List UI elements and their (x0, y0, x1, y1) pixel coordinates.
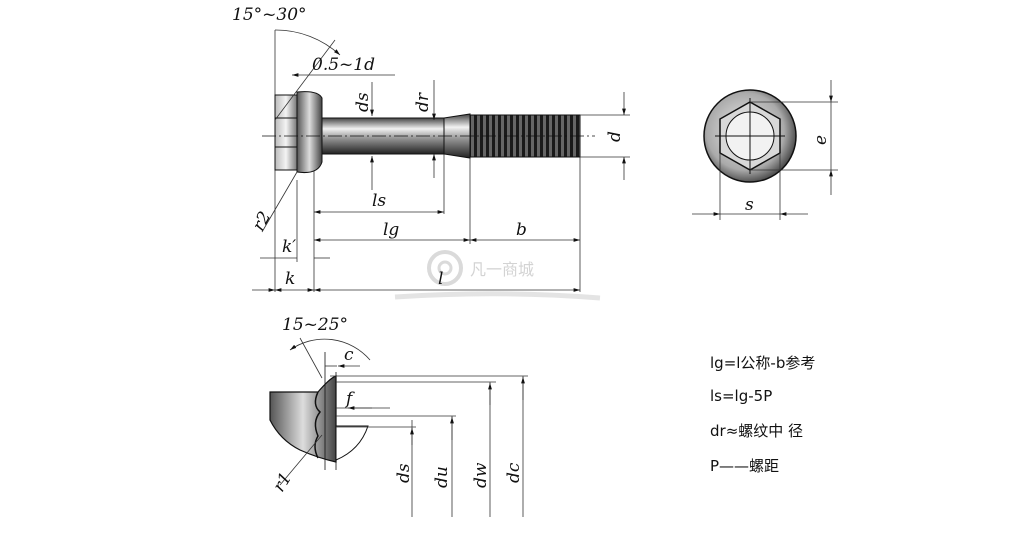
s-label: s (745, 195, 754, 215)
dr-label: dr (413, 92, 433, 112)
r1-label: r1 (269, 469, 296, 496)
angle-top-label: 15°~30° (232, 5, 307, 25)
du-label: du (432, 466, 452, 488)
bolt-detail-view: 15~25° c f r1 ds du dw dc (269, 315, 528, 517)
note-p: P——螺距 (710, 457, 780, 475)
bolt-side-view: 15°~30° 0.5~1d ds dr d r2 ls lg b k′ (232, 5, 630, 292)
e-label: e (811, 135, 831, 145)
c-label: c (344, 345, 354, 365)
detail-section (269, 375, 337, 463)
r2-label: r2 (249, 208, 276, 234)
l-label: l (438, 269, 443, 289)
dc-label: dc (504, 462, 524, 483)
detail-ds-label: ds (394, 463, 414, 483)
dw-label: dw (471, 462, 491, 488)
f-label: f (344, 389, 355, 409)
b-label: b (516, 220, 527, 240)
lg-label: lg (383, 220, 399, 240)
ls-label: ls (372, 191, 386, 211)
note-ls: ls=lg-5P (710, 387, 773, 405)
k-label: k (285, 269, 295, 289)
bolt-end-view: e s (692, 80, 838, 220)
detail-angle-label: 15~25° (282, 315, 348, 335)
watermark-text: 凡一商城 (470, 260, 534, 279)
watermark: 凡一商城 (394, 250, 601, 301)
d-label: d (605, 131, 625, 142)
note-lg: lg=l公称-b参考 (710, 354, 816, 372)
ds-label: ds (353, 92, 373, 112)
k-prime-label: k′ (282, 237, 296, 257)
bolt-flange (296, 91, 323, 173)
bolt-head (274, 94, 298, 171)
note-dr: dr≈螺纹中 径 (710, 422, 804, 440)
head-offset-label: 0.5~1d (312, 55, 375, 75)
